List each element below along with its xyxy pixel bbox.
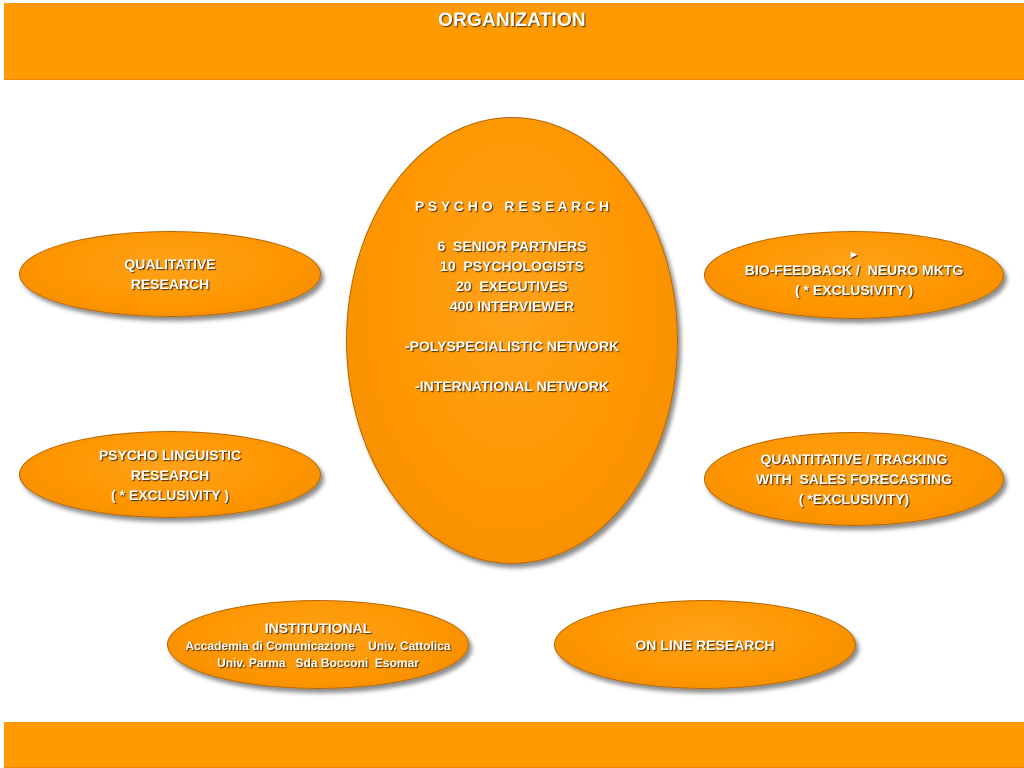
- biofeedback-line-2: ( * EXCLUSIVITY ): [795, 282, 913, 298]
- qualitative-line-1: QUALITATIVE: [124, 256, 216, 272]
- center-node-psycho-research: P S Y C H O R E S E A R C H 6 SENIOR PAR…: [346, 117, 678, 564]
- institutional-line-1: Accademia di Comunicazione Univ. Cattoli…: [185, 638, 451, 653]
- quantitative-line-3: ( *EXCLUSIVITY): [798, 491, 910, 507]
- institutional-title: INSTITUTIONAL: [264, 619, 372, 636]
- center-line-senior-partners: 6 SENIOR PARTNERS: [437, 237, 587, 254]
- center-line-executives: 20 EXECUTIVES: [455, 277, 569, 294]
- biofeedback-line-1: BIO-FEEDBACK / NEURO MKTG: [744, 262, 964, 278]
- node-psycho-linguistic: PSYCHO LINGUISTIC RESEARCH ( * EXCLUSIVI…: [19, 431, 321, 518]
- center-line-polyspecialistic: -POLYSPECIALISTIC NETWORK: [404, 337, 620, 354]
- center-line-psychologists: 10 PSYCHOLOGISTS: [440, 257, 584, 274]
- quantitative-line-1: QUANTITATIVE / TRACKING: [760, 451, 948, 467]
- header-band: [4, 3, 1024, 80]
- center-line-interviewer: 400 INTERVIEWER: [449, 297, 575, 314]
- node-institutional: INSTITUTIONAL Accademia di Comunicazione…: [167, 600, 469, 689]
- bullet-arrow-icon: ►: [848, 249, 860, 261]
- node-bio-feedback: ► BIO-FEEDBACK / NEURO MKTG ( * EXCLUSIV…: [704, 231, 1004, 319]
- node-quantitative-tracking: QUANTITATIVE / TRACKING WITH SALES FOREC…: [704, 432, 1004, 526]
- linguistic-line-1: PSYCHO LINGUISTIC: [98, 446, 242, 463]
- online-line-1: ON LINE RESEARCH: [635, 636, 775, 653]
- center-title: P S Y C H O R E S E A R C H: [414, 197, 610, 214]
- node-online-research: ON LINE RESEARCH: [554, 600, 856, 689]
- linguistic-line-3: ( * EXCLUSIVITY ): [111, 486, 229, 503]
- node-qualitative-research: QUALITATIVE RESEARCH: [19, 231, 321, 317]
- page-title: ORGANIZATION: [438, 10, 586, 31]
- institutional-line-2: Univ. Parma Sda Bocconi Esomar: [217, 655, 419, 670]
- quantitative-line-2: WITH SALES FORECASTING: [756, 471, 952, 487]
- center-line-international: -INTERNATIONAL NETWORK: [415, 377, 609, 394]
- footer-band: [4, 722, 1024, 768]
- linguistic-line-2: RESEARCH: [130, 466, 210, 483]
- qualitative-line-2: RESEARCH: [130, 276, 210, 292]
